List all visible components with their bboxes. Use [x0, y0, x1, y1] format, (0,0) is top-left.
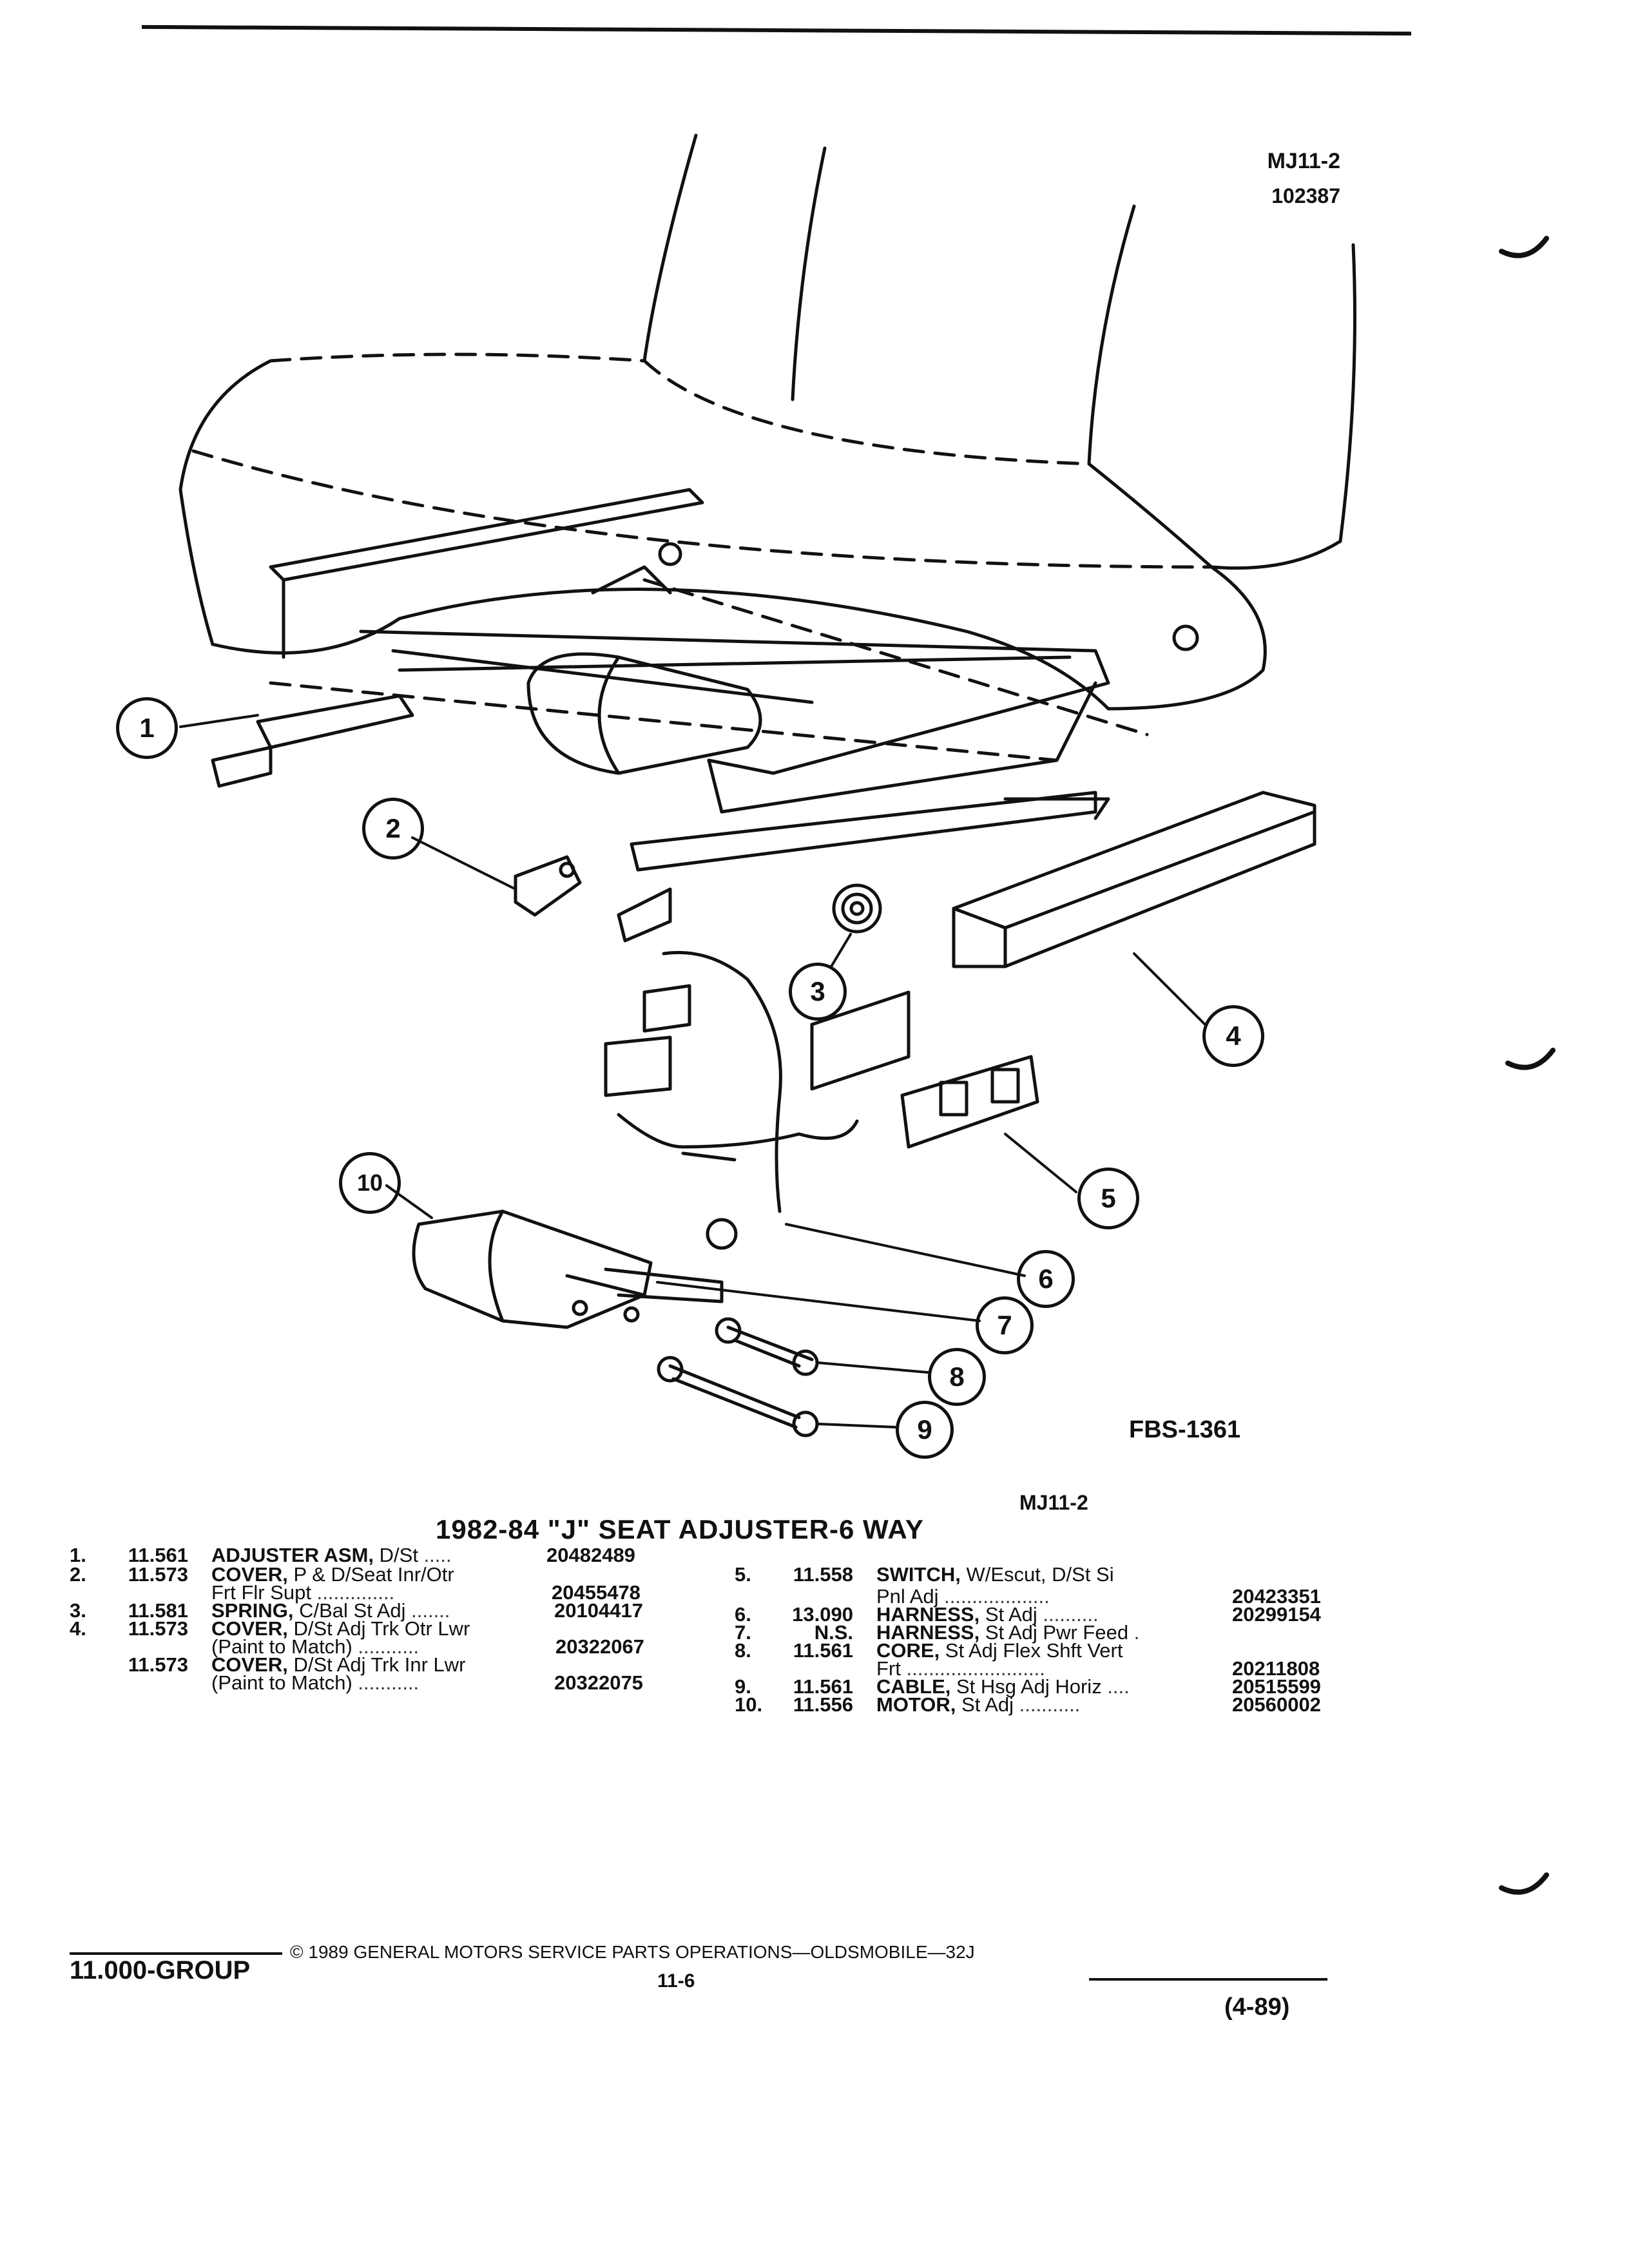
- footer-group-label: 11.000-GROUP: [70, 1956, 251, 1984]
- list-item: (Paint to Match) ........... 20322075: [211, 1671, 643, 1694]
- list-item: 10. 11.556 MOTOR, St Adj ........... 205…: [735, 1693, 1321, 1716]
- flex-shaft-cables: [657, 1317, 819, 1437]
- list-item: 8. 11.561 CORE, St Adj Flex Shft Vert: [735, 1639, 1123, 1662]
- track-cover-part: [952, 791, 1316, 968]
- rail-motor: [526, 652, 762, 775]
- list-item: Frt ......................... 20211808: [876, 1657, 1320, 1680]
- seat-motor-part: [412, 1209, 724, 1329]
- ref-code: MJ11-2: [1267, 149, 1340, 173]
- counterbalance-spring-part: [832, 883, 882, 934]
- footer-page-number: 11-6: [657, 1970, 695, 1992]
- footer-rule-right: [1089, 1978, 1327, 1981]
- figure-code: FBS-1361: [1129, 1416, 1241, 1443]
- footer-rule-left: [70, 1952, 282, 1955]
- callout-8: 8: [928, 1348, 986, 1406]
- list-item: 7. N.S. HARNESS, St Adj Pwr Feed .: [735, 1621, 1140, 1644]
- list-item: Pnl Adj ................... 20423351: [876, 1585, 1321, 1608]
- list-item: 11.573 COVER, D/St Adj Trk Inr Lwr: [128, 1653, 466, 1676]
- section-code: MJ11-2: [1019, 1491, 1088, 1514]
- callout-3: 3: [789, 963, 847, 1021]
- wiring-harness-part: [604, 950, 859, 1250]
- list-item: 9. 11.561 CABLE, St Hsg Adj Horiz .... 2…: [735, 1675, 1321, 1698]
- callout-10: 10: [339, 1152, 401, 1214]
- list-item: 4. 11.573 COVER, D/St Adj Trk Otr Lwr: [70, 1617, 470, 1640]
- switch-escutcheon-part: [810, 990, 1039, 1149]
- callout-2: 2: [362, 798, 424, 860]
- callout-1: 1: [116, 697, 178, 759]
- footer-date-code: (4-89): [1224, 1994, 1290, 2021]
- list-item: 5. 11.558 SWITCH, W/Escut, D/St Si: [735, 1563, 1114, 1586]
- binder-marks: [1499, 236, 1556, 1895]
- footer-copyright: © 1989 GENERAL MOTORS SERVICE PARTS OPER…: [290, 1942, 975, 1962]
- callout-4: 4: [1202, 1005, 1264, 1067]
- callout-5: 5: [1077, 1168, 1139, 1229]
- list-item: 3. 11.581 SPRING, C/Bal St Adj ....... 2…: [70, 1599, 643, 1622]
- seat-frame: [269, 488, 1199, 814]
- parts-list-left: 1. 11.561 ADJUSTER ASM, D/St ..... 20482…: [70, 1544, 701, 1694]
- parts-list-right: 5. 11.558 SWITCH, W/Escut, D/St Si Pnl A…: [735, 1563, 1379, 1716]
- list-item: Frt Flr Supt .............. 20455478: [211, 1581, 641, 1604]
- support-cover-part: [514, 855, 582, 917]
- callout-6: 6: [1017, 1250, 1075, 1308]
- list-item: 2. 11.573 COVER, P & D/Seat Inr/Otr: [70, 1563, 454, 1586]
- seat-adjuster-exploded-diagram: [178, 133, 1356, 1437]
- callout-7: 7: [976, 1296, 1034, 1354]
- parts-list-title: 1982-84 "J" SEAT ADJUSTER-6 WAY: [436, 1514, 924, 1544]
- lower-tracks: [211, 694, 1110, 943]
- list-item: 6. 13.090 HARNESS, St Adj .......... 202…: [735, 1603, 1321, 1626]
- callout-leaders: [179, 714, 1206, 1428]
- seat-cushion: [178, 352, 1267, 711]
- callout-9: 9: [896, 1401, 954, 1459]
- seat-back: [642, 133, 1356, 570]
- ref-number: 102387: [1271, 184, 1340, 207]
- list-item: (Paint to Match) ........... 20322067: [211, 1635, 644, 1658]
- list-item: 1. 11.561 ADJUSTER ASM, D/St ..... 20482…: [70, 1544, 635, 1566]
